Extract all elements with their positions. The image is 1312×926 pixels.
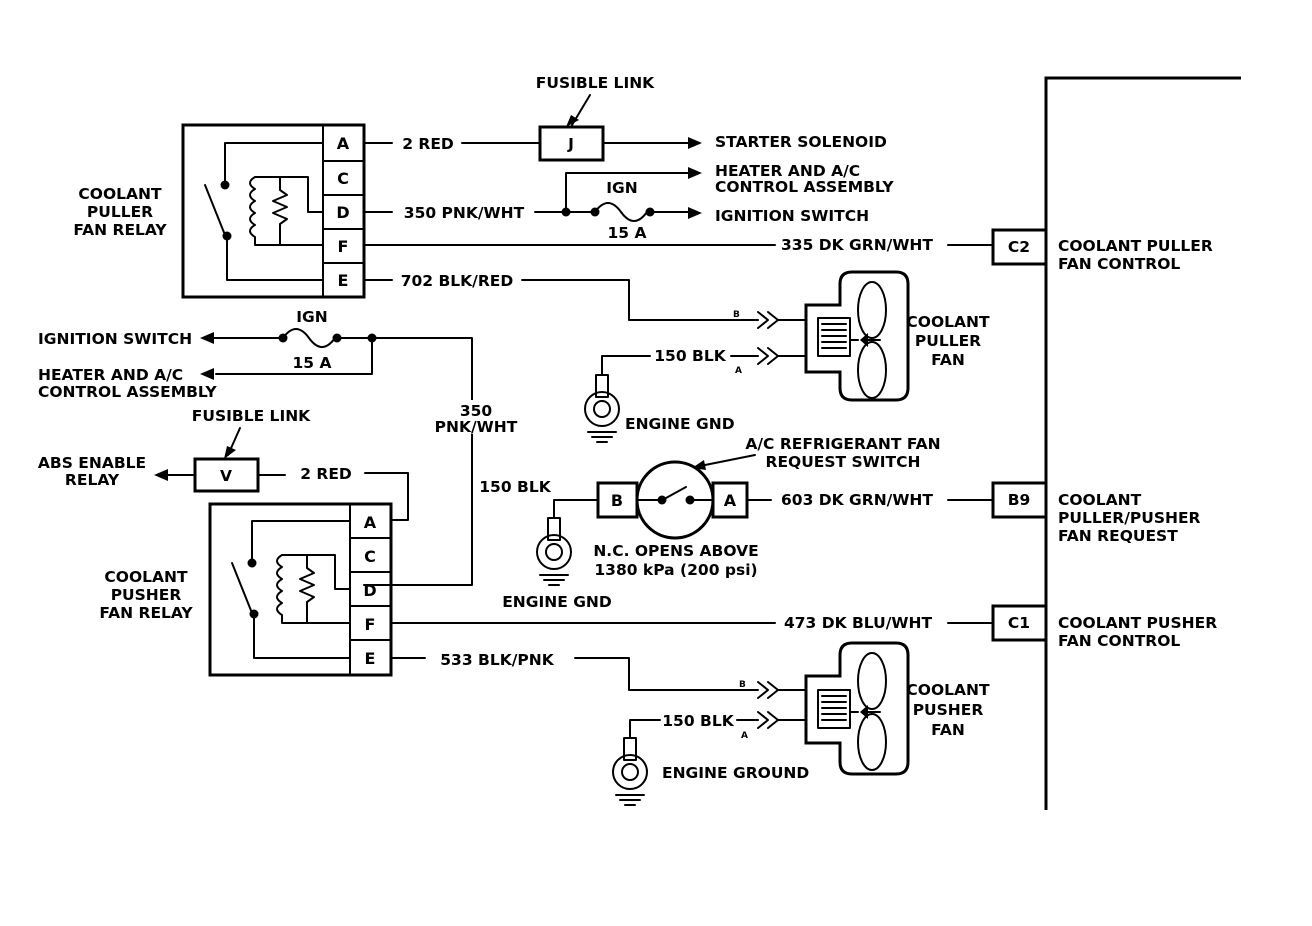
svg-text:PULLER: PULLER — [915, 332, 981, 350]
pusher-relay-pin-d: D — [363, 581, 376, 600]
wire-150-switch: 150 BLK ENGINE GND — [479, 478, 612, 611]
svg-text:RELAY: RELAY — [65, 471, 120, 489]
svg-text:B: B — [739, 680, 746, 690]
fusible-link-bottom-label: FUSIBLE LINK — [192, 407, 311, 425]
svg-text:COOLANT PUSHER: COOLANT PUSHER — [1058, 614, 1217, 632]
ground-pusher-label: ENGINE GROUND — [662, 764, 809, 782]
svg-text:603 DK GRN/WHT: 603 DK GRN/WHT — [781, 491, 933, 509]
svg-text:PUSHER: PUSHER — [913, 701, 984, 719]
pusher-relay: A C D F E — [208, 502, 393, 677]
svg-text:FAN: FAN — [931, 721, 965, 739]
dest-ignition-switch-left: IGNITION SWITCH — [38, 330, 192, 348]
fusible-link-v: FUSIBLE LINK V ABS ENABLE RELAY 2 RED — [38, 407, 409, 521]
svg-text:N.C. OPENS ABOVE: N.C. OPENS ABOVE — [593, 542, 758, 560]
pusher-relay-label: COOLANT PUSHER FAN RELAY — [99, 568, 193, 622]
wire-150-puller: 150 BLK A ENGINE GND — [584, 347, 807, 443]
pusher-relay-pin-c: C — [364, 547, 376, 566]
pusher-relay-pin-f: F — [365, 615, 376, 634]
svg-text:HEATER AND A/C: HEATER AND A/C — [38, 366, 183, 384]
svg-text:2 RED: 2 RED — [402, 135, 454, 153]
pressure-switch-pin-a: A — [724, 491, 737, 510]
fuse-left: IGNITION SWITCH IGN 15 A HEATER AND A/C … — [38, 308, 518, 586]
svg-text:COOLANT: COOLANT — [1058, 491, 1142, 509]
ground-puller-label: ENGINE GND — [625, 415, 735, 433]
svg-text:COOLANT PULLER: COOLANT PULLER — [1058, 237, 1213, 255]
svg-text:2 RED: 2 RED — [300, 465, 352, 483]
ecm-pin-c1: C1 — [1008, 614, 1030, 632]
ac-pressure-switch: A/C REFRIGERANT FAN REQUEST SWITCH B A N… — [593, 435, 940, 579]
puller-relay-pin-c: C — [337, 169, 349, 188]
fuse-left-rating: 15 A — [293, 354, 332, 372]
svg-text:473 DK BLU/WHT: 473 DK BLU/WHT — [784, 614, 932, 632]
wire-702: 702 BLK/RED B — [363, 272, 807, 329]
svg-text:1380 kPa (200 psi): 1380 kPa (200 psi) — [594, 561, 757, 579]
wire-473: 473 DK BLU/WHT C1 COOLANT PUSHER FAN CON… — [390, 604, 1217, 650]
pressure-switch-pin-b: B — [611, 491, 623, 510]
svg-text:CONTROL ASSEMBLY: CONTROL ASSEMBLY — [38, 383, 217, 401]
svg-text:FAN RELAY: FAN RELAY — [73, 221, 167, 239]
fusible-link-j-block: J — [567, 135, 574, 153]
svg-text:ABS ENABLE: ABS ENABLE — [38, 454, 146, 472]
puller-relay-pin-d: D — [336, 203, 349, 222]
svg-text:B: B — [733, 310, 740, 320]
svg-text:PULLER: PULLER — [87, 203, 153, 221]
wire-2-red-top: 2 RED STARTER SOLENOID — [363, 133, 887, 153]
puller-relay-pin-e: E — [338, 271, 349, 290]
fusible-link-j: FUSIBLE LINK J — [536, 74, 655, 162]
svg-text:FAN CONTROL: FAN CONTROL — [1058, 255, 1180, 273]
puller-relay: A C D F E — [181, 123, 366, 299]
fusible-link-top-label: FUSIBLE LINK — [536, 74, 655, 92]
fusible-link-v-block: V — [220, 467, 232, 485]
puller-relay-pin-f: F — [338, 237, 349, 256]
ecm-bus — [1044, 76, 1241, 810]
pusher-fan: COOLANT PUSHER FAN — [804, 641, 990, 776]
svg-text:REQUEST SWITCH: REQUEST SWITCH — [766, 453, 921, 471]
svg-text:HEATER AND A/C: HEATER AND A/C — [715, 162, 860, 180]
svg-text:COOLANT: COOLANT — [104, 568, 188, 586]
svg-text:FAN: FAN — [931, 351, 965, 369]
puller-fan: COOLANT PULLER FAN — [804, 270, 990, 402]
puller-relay-label: COOLANT PULLER FAN RELAY — [73, 185, 167, 239]
svg-text:335 DK GRN/WHT: 335 DK GRN/WHT — [781, 236, 933, 254]
wire-150-pusher: 150 BLK A ENGINE GROUND — [612, 711, 809, 806]
fuse-top-label: IGN — [606, 179, 637, 197]
ecm-pin-b9: B9 — [1008, 491, 1031, 509]
svg-text:PULLER/PUSHER: PULLER/PUSHER — [1058, 509, 1201, 527]
svg-text:FAN RELAY: FAN RELAY — [99, 604, 193, 622]
svg-text:COOLANT: COOLANT — [78, 185, 162, 203]
fuse-left-label: IGN — [296, 308, 327, 326]
svg-text:FAN CONTROL: FAN CONTROL — [1058, 632, 1180, 650]
svg-text:CONTROL ASSEMBLY: CONTROL ASSEMBLY — [715, 178, 894, 196]
pusher-relay-pin-a: A — [364, 513, 377, 532]
svg-text:702 BLK/RED: 702 BLK/RED — [401, 272, 514, 290]
svg-text:A: A — [735, 366, 742, 376]
dest-ignition-switch-top: IGNITION SWITCH — [715, 207, 869, 225]
puller-relay-pin-a: A — [337, 134, 350, 153]
svg-text:COOLANT: COOLANT — [906, 681, 990, 699]
svg-text:PNK/WHT: PNK/WHT — [435, 418, 518, 436]
svg-text:FAN REQUEST: FAN REQUEST — [1058, 527, 1178, 545]
wire-335: 335 DK GRN/WHT C2 COOLANT PULLER FAN CON… — [363, 228, 1213, 273]
svg-text:150 BLK: 150 BLK — [654, 347, 726, 365]
pusher-relay-pin-e: E — [365, 649, 376, 668]
svg-text:COOLANT: COOLANT — [906, 313, 990, 331]
svg-text:150 BLK: 150 BLK — [479, 478, 551, 496]
svg-text:150 BLK: 150 BLK — [662, 712, 734, 730]
svg-text:A/C REFRIGERANT FAN: A/C REFRIGERANT FAN — [745, 435, 940, 453]
wire-350-top: 350 PNK/WHT IGN 15 A HEATER AND A/C CONT… — [363, 162, 894, 242]
svg-text:PUSHER: PUSHER — [111, 586, 182, 604]
ground-switch-label: ENGINE GND — [502, 593, 612, 611]
dest-starter-solenoid: STARTER SOLENOID — [715, 133, 887, 151]
svg-text:533 BLK/PNK: 533 BLK/PNK — [440, 651, 554, 669]
svg-text:350 PNK/WHT: 350 PNK/WHT — [404, 204, 525, 222]
wire-533: 533 BLK/PNK B — [390, 651, 807, 699]
svg-text:A: A — [741, 731, 748, 741]
ecm-pin-c2: C2 — [1008, 238, 1030, 256]
svg-text:350: 350 — [460, 402, 493, 420]
fuse-top-rating: 15 A — [608, 224, 647, 242]
wire-603: 603 DK GRN/WHT B9 COOLANT PULLER/PUSHER … — [746, 481, 1201, 545]
